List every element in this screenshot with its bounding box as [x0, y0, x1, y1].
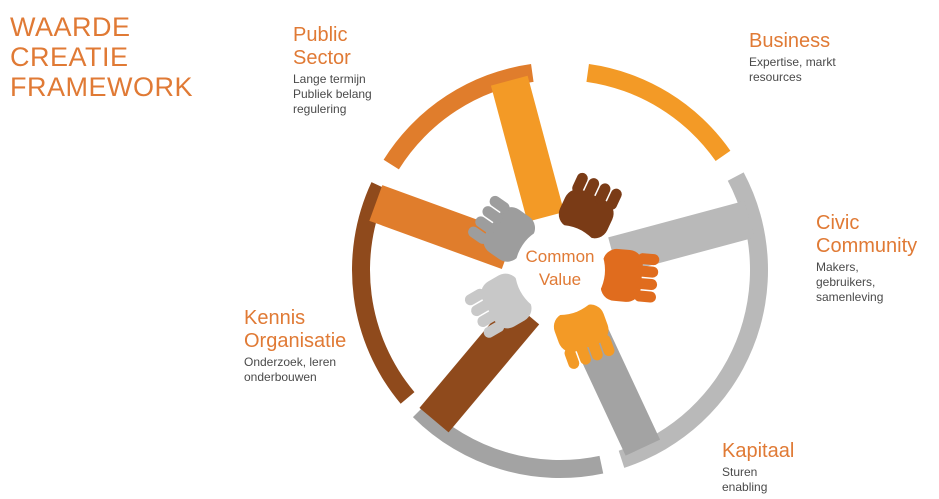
finger-shape	[636, 265, 659, 278]
finger-shape	[576, 343, 592, 365]
kennis-organisatie-arm	[419, 299, 540, 433]
finger-shape	[594, 183, 611, 205]
finger-shape	[482, 206, 503, 224]
finger-shape	[637, 253, 660, 266]
civic-community-heading-1: Civic	[816, 212, 860, 234]
civic-community-label: Civic Community Makers, gebruikers, same…	[816, 212, 917, 305]
desc-line: resources	[749, 70, 802, 84]
public-sector-heading-1: Public	[293, 24, 348, 46]
finger-shape	[599, 334, 615, 357]
common-value-circle	[515, 225, 605, 315]
finger-shape	[489, 195, 510, 214]
business-heading: Business	[749, 30, 831, 52]
kapitaal-heading: Kapitaal	[722, 440, 795, 462]
title-line: FRAMEWORK	[10, 72, 193, 102]
desc-line: regulering	[293, 102, 347, 116]
finger-shape	[483, 321, 505, 338]
yellow-orange-hand	[553, 304, 615, 369]
finger-shape	[572, 172, 588, 194]
desc-line: Lange termijn	[293, 72, 366, 86]
kennis-organisatie-ring-arc	[351, 182, 415, 404]
finger-shape	[464, 288, 486, 306]
kennis-organisatie-description: Onderzoek, leren onderbouwen	[244, 355, 346, 385]
framework-title: WAARDE CREATIE FRAMEWORK	[10, 12, 193, 102]
finger-shape	[588, 339, 603, 361]
kennis-organisatie-label: Kennis Organisatie Onderzoek, leren onde…	[244, 307, 346, 385]
desc-line: enabling	[722, 480, 768, 494]
public-sector-heading-2: Sector	[293, 47, 351, 69]
desc-line: Expertise, markt	[749, 55, 836, 69]
public-sector-description: Lange termijn Publiek belang regulering	[293, 72, 372, 117]
desc-line: gebruikers,	[816, 275, 876, 289]
civic-community-arm	[608, 200, 755, 275]
title-line: WAARDE	[10, 12, 131, 42]
finger-shape	[468, 226, 489, 244]
civic-community-description: Makers, gebruikers, samenleving	[816, 260, 917, 305]
business-description: Expertise, markt resources	[749, 55, 836, 85]
finger-shape	[583, 178, 600, 200]
kapitaal-description: Sturen enabling	[722, 465, 794, 495]
finger-shape	[477, 310, 498, 327]
business-arm	[490, 75, 565, 222]
desc-line: Onderzoek, leren	[244, 355, 337, 369]
finger-shape	[471, 299, 492, 317]
kapitaal-label: Kapitaal Sturen enabling	[722, 440, 794, 495]
business-ring-arc	[586, 64, 731, 162]
finger-shape	[635, 278, 658, 291]
public-sector-label: Public Sector Lange termijn Publiek bela…	[293, 24, 372, 117]
title-line: CREATIE	[10, 42, 129, 72]
desc-line: Sturen	[722, 465, 758, 479]
civic-community-ring-arc	[618, 172, 768, 468]
palm-shape	[600, 248, 643, 302]
kennis-organisatie-heading-2: Organisatie	[244, 330, 347, 352]
finger-shape	[634, 290, 656, 303]
common-value-line-1: Common	[526, 247, 595, 266]
kennis-organisatie-heading-1: Kennis	[244, 307, 306, 329]
desc-line: Makers,	[816, 260, 859, 274]
desc-line: samenleving	[816, 290, 884, 304]
common-value-line-2: Value	[539, 270, 581, 289]
finger-shape	[564, 347, 580, 369]
orange-hand	[600, 248, 660, 303]
civic-community-heading-2: Community	[816, 235, 918, 257]
dark-brown-hand	[558, 172, 622, 239]
business-label: Business Expertise, markt resources	[749, 30, 836, 85]
finger-shape	[475, 216, 496, 234]
desc-line: Publiek belang	[293, 87, 372, 101]
desc-line: onderbouwen	[244, 370, 317, 384]
finger-shape	[606, 188, 622, 210]
